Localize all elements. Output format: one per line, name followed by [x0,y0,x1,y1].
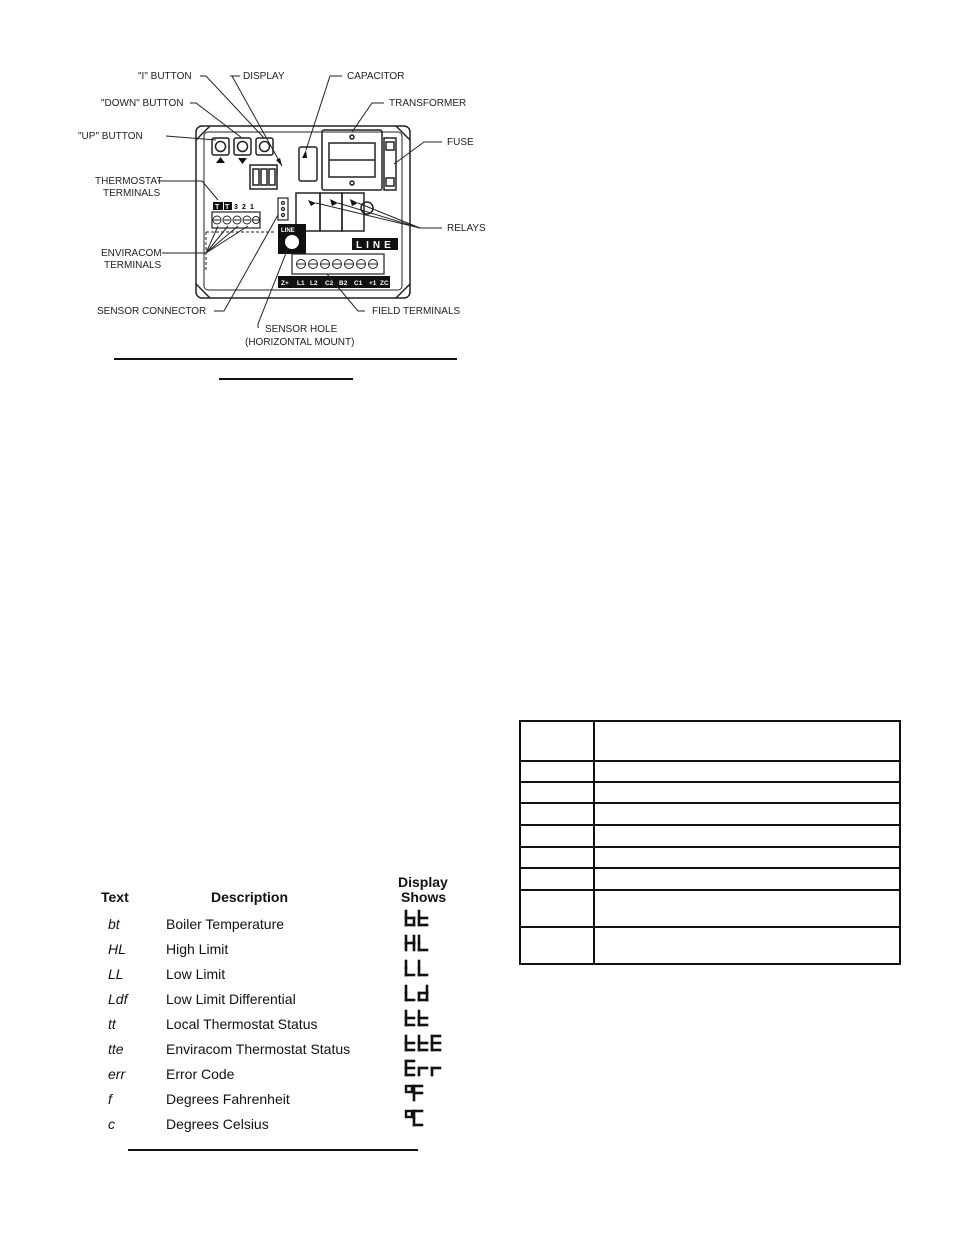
figure-rule [114,358,457,360]
fuse [383,137,397,191]
legend-row: tte Enviracom Thermostat Status [96,1037,456,1062]
legend-row: Ldf Low Limit Differential [96,987,456,1012]
leader-lines [158,75,442,328]
line-label-box [352,238,398,250]
label-down-button: "DOWN" BUTTON [101,98,183,109]
label-relays: RELAYS [447,223,486,234]
sensor-connector [277,197,289,221]
label-enviracom-2: TERMINALS [104,260,162,271]
legend-row: LL Low Limit [96,962,456,987]
label-field-terminals: FIELD TERMINALS [372,306,460,317]
i-button [255,137,274,156]
legend-row: tt Local Thermostat Status [96,1012,456,1037]
legend-rule [128,1149,418,1151]
header-text: Text [101,889,129,905]
label-sensor-connector: SENSOR CONNECTOR [97,306,206,317]
caption-rule [219,378,353,380]
label-thermostat-2: TERMINALS [103,188,161,199]
legend-text: Ldf [108,991,128,1007]
display-legend: Text Description Display Shows bt Boiler … [0,870,500,1160]
board-svg: I LINE LINE [78,71,486,348]
label-sensor-hole-1: SENSOR HOLE [265,324,338,335]
up-button [211,137,230,156]
legend-text: tt [108,1016,116,1032]
svg-text:+1: +1 [369,280,377,287]
svg-text:2: 2 [242,204,246,211]
legend-description: Degrees Fahrenheit [166,1091,290,1107]
label-i-button: "I" BUTTON [138,71,192,82]
legend-row: c Degrees Celsius [96,1112,456,1137]
legend-text: bt [108,916,120,932]
legend-description: Low Limit Differential [166,991,296,1007]
legend-description: Error Code [166,1066,235,1082]
legend-description: Low Limit [166,966,226,982]
legend-row: err Error Code [96,1062,456,1087]
led-display [249,164,278,190]
svg-text:C2: C2 [325,280,334,287]
legend-text: LL [108,966,124,982]
down-arrow-icon [238,158,247,164]
empty-table [519,720,901,965]
legend-description: Local Thermostat Status [166,1016,318,1032]
label-display: DISPLAY [243,71,285,82]
label-enviracom-1: ENVIRACOM [101,248,162,259]
svg-text:3: 3 [234,204,238,211]
svg-text:T: T [215,204,220,211]
label-capacitor: CAPACITOR [347,71,404,82]
svg-text:C1: C1 [354,280,363,287]
svg-text:L2: L2 [310,280,318,287]
legend-text: err [108,1066,126,1082]
label-transformer: TRANSFORMER [389,98,466,109]
capacitor [298,146,318,182]
header-display-2: Shows [401,889,447,905]
svg-text:LINE: LINE [281,228,295,234]
relays [295,192,374,232]
legend-description: Enviracom Thermostat Status [166,1041,351,1057]
down-button [233,137,252,156]
legend-text: f [108,1091,112,1107]
svg-text:Z+: Z+ [281,280,289,287]
label-fuse: FUSE [447,137,474,148]
header-display-1: Display [398,874,448,890]
legend-row: f Degrees Fahrenheit [96,1087,456,1112]
svg-text:L1: L1 [297,280,305,287]
svg-text:ZC: ZC [380,280,389,287]
header-description: Description [211,889,289,905]
up-arrow-icon [216,157,225,163]
svg-text:1: 1 [250,204,254,211]
legend-text: HL [108,941,126,957]
legend-text: tte [108,1041,124,1057]
leader-arrowheads [276,150,358,206]
label-sensor-hole-2: (HORIZONTAL MOUNT) [245,337,354,348]
seven-segment-column [404,909,442,1127]
line-label: LINE [356,240,395,251]
control-board-diagram: I LINE LINE [0,0,954,360]
svg-text:T: T [225,204,230,211]
label-up-button: "UP" BUTTON [78,131,143,142]
legend-row: bt Boiler Temperature [96,912,456,937]
svg-text:B2: B2 [339,280,348,287]
board-outline [195,125,411,299]
sensor-hole-circle [285,235,299,249]
legend-row: HL High Limit [96,937,456,962]
legend-text: c [108,1116,115,1132]
legend-description: High Limit [166,941,229,957]
label-thermostat-1: THERMOSTAT [95,176,162,187]
legend-description: Boiler Temperature [166,916,285,932]
transformer [321,129,383,191]
legend-description: Degrees Celsius [166,1116,269,1132]
